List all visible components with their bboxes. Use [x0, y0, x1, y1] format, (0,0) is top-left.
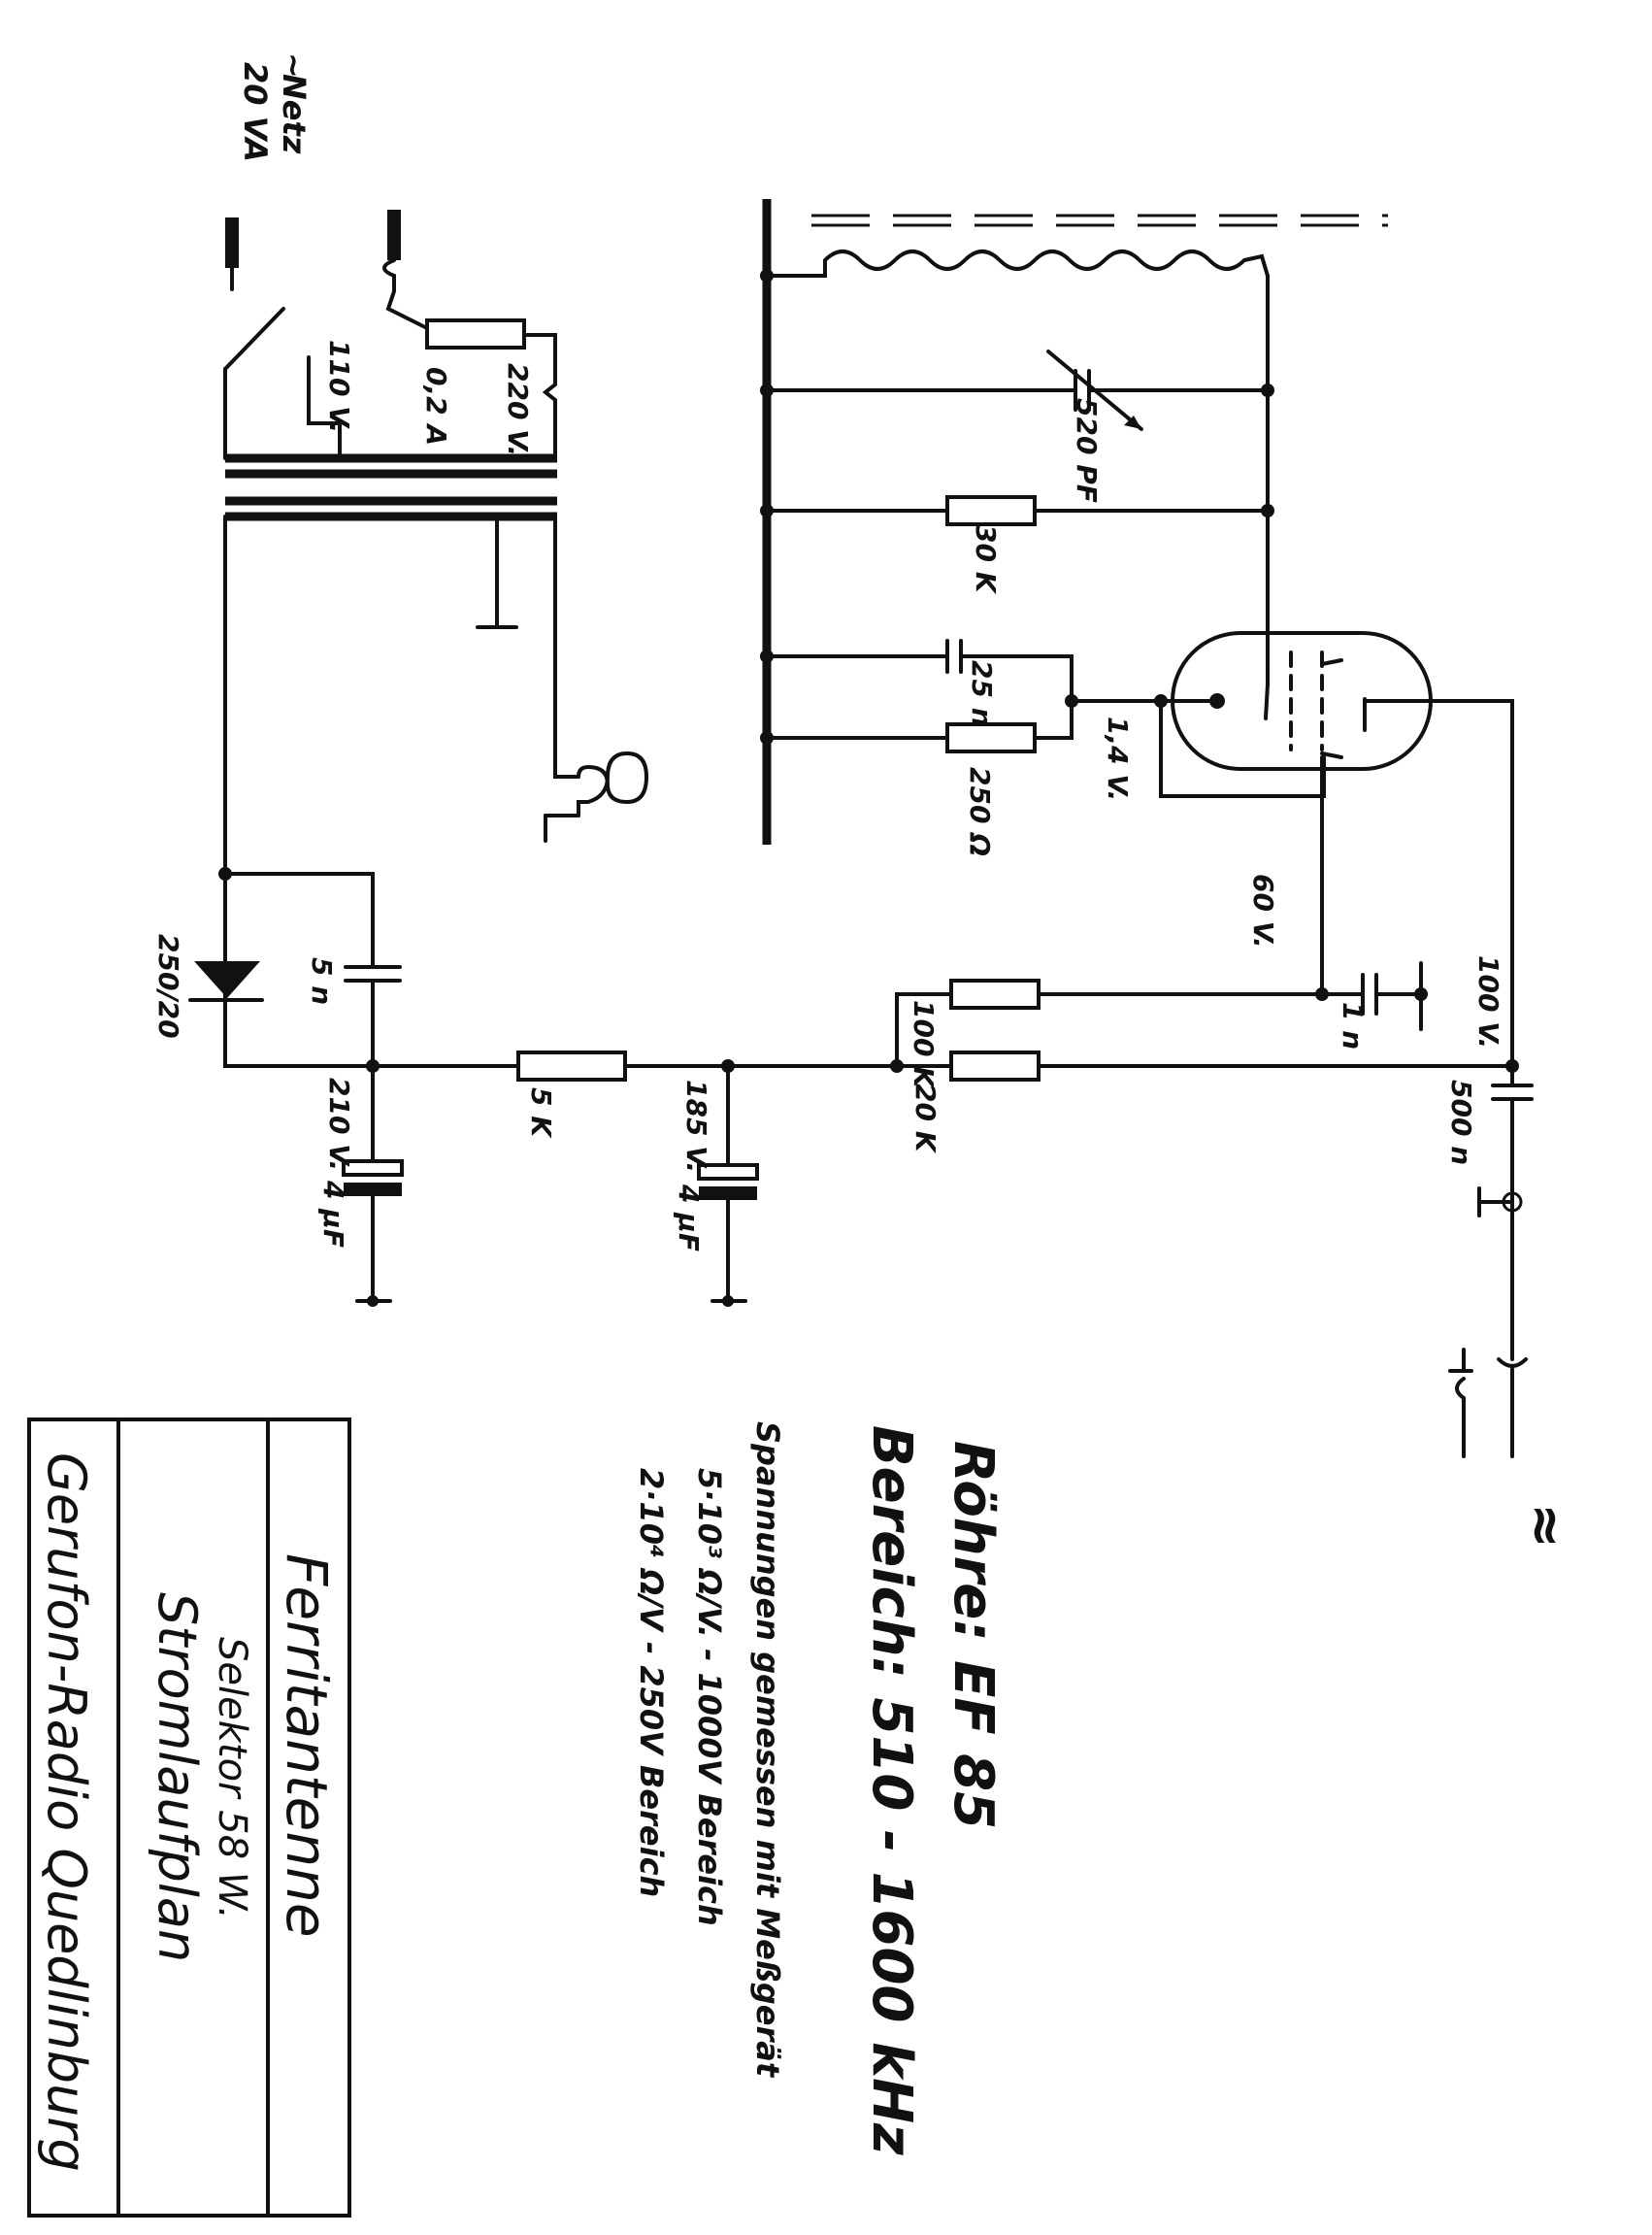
measurement-line-1: 5·10³ Ω/V. - 1000V Bereich [691, 1468, 728, 1926]
r-30k-label: 30 K [970, 524, 1002, 595]
title-block-kind: Stromlaufplan [147, 1592, 208, 1962]
measurement-line-2: 2·10⁴ Ω/V - 250V Bereich [633, 1468, 670, 1897]
r-5k-label: 5 K [525, 1087, 557, 1139]
mains-rating: 20 VA [237, 62, 274, 162]
c-500n-label: 500 n [1445, 1080, 1477, 1165]
rf-symbol: ≈ [1514, 1503, 1577, 1549]
v-210-label: 210 V. [323, 1078, 355, 1171]
tuning-capacitor [765, 350, 1270, 431]
mains-input [223, 210, 429, 371]
rectifier-network [188, 515, 1510, 1307]
r-250-label: 250 Ω [964, 767, 996, 856]
tube-spec: Röhre: EF 85 [942, 1441, 1005, 1829]
c-1n-label: 1 n [1337, 1002, 1369, 1050]
title-block-subtitle: Selektor 58 W. [210, 1637, 254, 1919]
ef85-tube [1171, 631, 1433, 771]
specifications: Röhre: EF 85 Bereich: 510 - 1600 kHz Spa… [633, 1421, 1577, 2155]
component-labels: ~ Netz 20 VA 220 V. 110 V. 0,2 A 5 n 250… [152, 52, 1504, 1251]
mains-label: Netz [276, 74, 313, 154]
v-14-label: 1,4 V. [1102, 717, 1134, 801]
antenna-coil [765, 250, 1274, 672]
plate-output [1429, 699, 1534, 1458]
v-60-label: 60 V. [1247, 874, 1279, 949]
cathode-network [765, 639, 1326, 798]
ground-bus [760, 199, 774, 845]
c-25n-label: 25 n [966, 660, 998, 727]
tap-220-label: 220 V. [502, 363, 534, 456]
title-block-company: Gerufon-Radio Quedlinburg [36, 1452, 97, 2172]
title-block-title: Ferritantenne [274, 1553, 340, 1938]
elko-2-label: 4 µF [673, 1184, 705, 1251]
range-spec: Bereich: 510 - 1600 kHz [860, 1425, 923, 2155]
c-5n-label: 5 n [306, 957, 338, 1005]
rectifier-label: 250/20 [152, 934, 184, 1039]
screen-decoupling [1315, 755, 1428, 1031]
title-block: Ferritantenne Selektor 58 W. Stromlaufpl… [27, 1418, 351, 2218]
grid-leak [765, 495, 1270, 526]
v-100-label: 100 V. [1472, 955, 1504, 1049]
mains-symbol: ~ [276, 52, 313, 79]
elko-1-label: 4 µF [317, 1180, 349, 1248]
v-185-label: 185 V. [680, 1080, 712, 1173]
transformer [223, 355, 649, 843]
ferrite-rod [811, 214, 1388, 227]
tap-110-label: 110 V. [323, 340, 355, 433]
fuse-label: 0,2 A [420, 367, 452, 446]
r-100k-label: 100 K [908, 1000, 940, 1089]
fuse [425, 318, 557, 458]
r-20k-label: 20 K [909, 1084, 942, 1154]
measurement-heading: Spannungen gemessen mit Meßgerät [749, 1421, 786, 2079]
c-var-label: 520 PF [1071, 398, 1103, 503]
